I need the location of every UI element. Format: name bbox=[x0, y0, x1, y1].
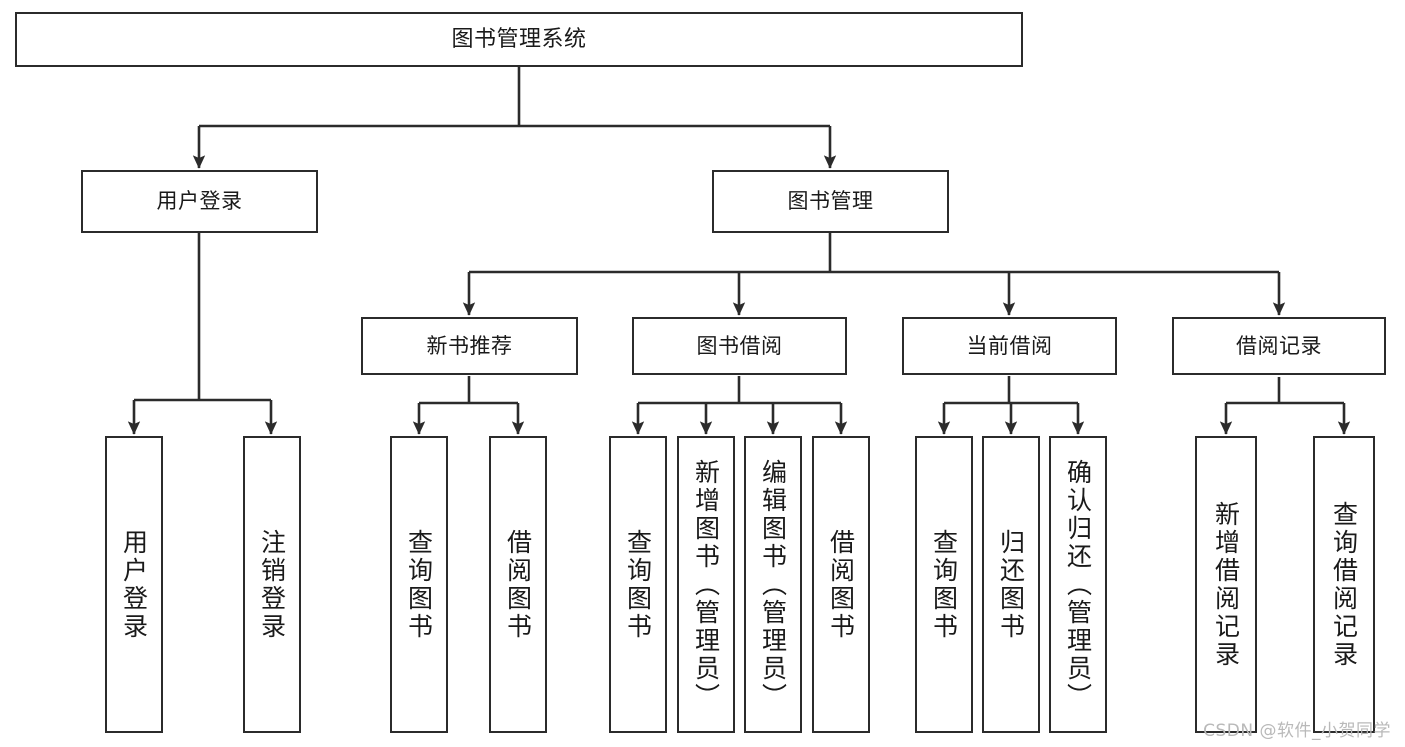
node-leaf-user-login-label: 用户登录 bbox=[119, 528, 149, 641]
node-borrow-record-label: 借阅记录 bbox=[1236, 333, 1322, 358]
node-leaf-logout[interactable]: 注销登录 bbox=[243, 436, 301, 733]
node-new-book-recommend[interactable]: 新书推荐 bbox=[361, 317, 578, 375]
node-leaf-bb-query-book[interactable]: 查询图书 bbox=[609, 436, 667, 733]
node-leaf-br-add-record[interactable]: 新增借阅记录 bbox=[1195, 436, 1257, 733]
node-leaf-br-query-record-label: 查询借阅记录 bbox=[1329, 500, 1359, 669]
node-leaf-cb-query-book[interactable]: 查询图书 bbox=[915, 436, 973, 733]
node-book-management-label: 图书管理 bbox=[787, 189, 874, 214]
node-leaf-nb-query-book[interactable]: 查询图书 bbox=[390, 436, 448, 733]
node-leaf-cb-confirm-return[interactable]: 确认归还（管理员） bbox=[1049, 436, 1107, 733]
node-leaf-bb-add-book-label: 新增图书（管理员） bbox=[691, 458, 721, 711]
node-leaf-nb-query-book-label: 查询图书 bbox=[404, 528, 434, 641]
node-user-login-label: 用户登录 bbox=[156, 189, 243, 214]
node-leaf-cb-return-book-label: 归还图书 bbox=[996, 528, 1026, 641]
node-leaf-bb-edit-book[interactable]: 编辑图书（管理员） bbox=[744, 436, 802, 733]
node-borrow-record[interactable]: 借阅记录 bbox=[1172, 317, 1386, 375]
node-root-label: 图书管理系统 bbox=[451, 26, 587, 52]
node-user-login[interactable]: 用户登录 bbox=[81, 170, 318, 233]
node-leaf-bb-add-book[interactable]: 新增图书（管理员） bbox=[677, 436, 735, 733]
node-leaf-bb-query-book-label: 查询图书 bbox=[623, 528, 653, 641]
node-leaf-cb-query-book-label: 查询图书 bbox=[929, 528, 959, 641]
node-leaf-cb-return-book[interactable]: 归还图书 bbox=[982, 436, 1040, 733]
node-book-borrow[interactable]: 图书借阅 bbox=[632, 317, 847, 375]
node-leaf-bb-edit-book-label: 编辑图书（管理员） bbox=[758, 458, 788, 711]
node-leaf-br-query-record[interactable]: 查询借阅记录 bbox=[1313, 436, 1375, 733]
node-leaf-bb-borrow-book-label: 借阅图书 bbox=[826, 528, 856, 641]
node-leaf-user-login[interactable]: 用户登录 bbox=[105, 436, 163, 733]
node-new-book-recommend-label: 新书推荐 bbox=[426, 333, 513, 358]
node-leaf-cb-confirm-return-label: 确认归还（管理员） bbox=[1063, 458, 1093, 711]
node-root[interactable]: 图书管理系统 bbox=[15, 12, 1023, 67]
node-book-management[interactable]: 图书管理 bbox=[712, 170, 949, 233]
node-book-borrow-label: 图书借阅 bbox=[696, 333, 783, 358]
node-leaf-logout-label: 注销登录 bbox=[257, 528, 287, 641]
node-current-borrow[interactable]: 当前借阅 bbox=[902, 317, 1117, 375]
watermark: CSDN @软件_小贺同学 bbox=[1203, 721, 1391, 741]
node-leaf-bb-borrow-book[interactable]: 借阅图书 bbox=[812, 436, 870, 733]
node-leaf-br-add-record-label: 新增借阅记录 bbox=[1211, 500, 1241, 669]
node-current-borrow-label: 当前借阅 bbox=[966, 333, 1053, 358]
node-leaf-nb-borrow-book-label: 借阅图书 bbox=[503, 528, 533, 641]
node-leaf-nb-borrow-book[interactable]: 借阅图书 bbox=[489, 436, 547, 733]
